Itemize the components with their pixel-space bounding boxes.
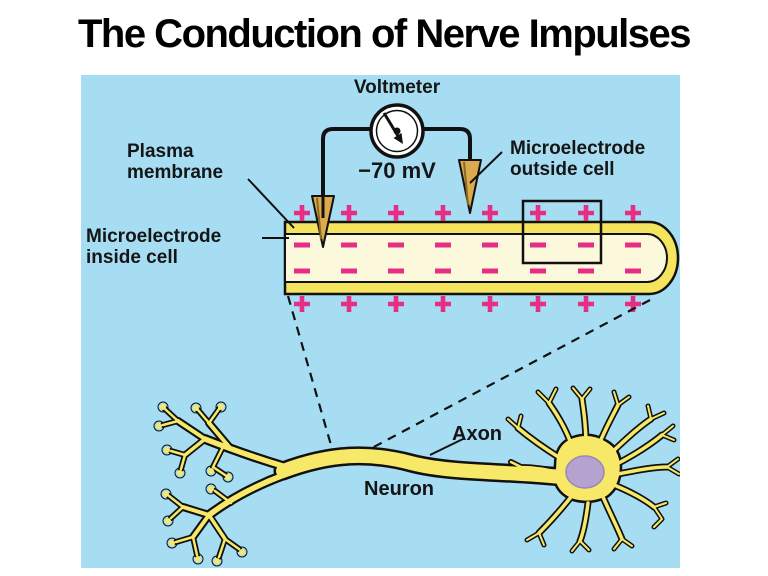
axon-label: Axon xyxy=(452,423,502,445)
charge-plus-sign xyxy=(435,296,451,312)
charge-plus-sign xyxy=(294,205,310,221)
diagram-panel: Voltmeter −70 mV Plasma membrane Microel… xyxy=(81,75,680,568)
charge-plus-sign xyxy=(530,205,546,221)
voltmeter-left-wire xyxy=(321,127,372,196)
neuron-illustration xyxy=(153,385,680,567)
charge-plus-sign xyxy=(388,296,404,312)
charge-plus-sign xyxy=(294,296,310,312)
microelectrode-inside-cone xyxy=(311,195,335,248)
charge-plus-sign xyxy=(530,296,546,312)
microelectrode-outside-cone xyxy=(458,159,482,214)
charge-plus-sign xyxy=(388,205,404,221)
microelectrode-outside-pointer xyxy=(469,151,503,184)
charge-plus-sign xyxy=(482,296,498,312)
zoom-dashed-line-right xyxy=(369,299,651,450)
charge-plus-sign xyxy=(578,205,594,221)
axon-tube-interior xyxy=(284,233,669,283)
plasma-membrane-label: Plasma membrane xyxy=(127,141,224,183)
membrane-highlight-box xyxy=(521,199,603,265)
charge-plus-sign xyxy=(341,205,357,221)
plasma-membrane-pointer xyxy=(247,178,295,229)
microelectrode-outside-label: Microelectrode outside cell xyxy=(510,138,646,180)
microelectrode-inside-label: Microelectrode inside cell xyxy=(86,226,222,268)
charge-plus-sign xyxy=(578,296,594,312)
zoom-dashed-line-left xyxy=(286,295,335,453)
page-title: The Conduction of Nerve Impulses xyxy=(77,12,692,56)
voltmeter-reading: −70 mV xyxy=(358,158,436,183)
nerve-impulse-diagram xyxy=(153,103,680,567)
neuron-nucleus xyxy=(565,455,605,489)
charge-plus-sign xyxy=(625,205,641,221)
voltmeter-right-wire xyxy=(422,127,472,161)
voltmeter-label: Voltmeter xyxy=(353,77,441,98)
axon-pointer xyxy=(429,437,466,456)
voltmeter-gauge-icon xyxy=(369,103,425,159)
charge-plus-sign xyxy=(435,205,451,221)
charges-layer xyxy=(294,205,641,312)
charge-plus-sign xyxy=(482,205,498,221)
charge-plus-sign xyxy=(341,296,357,312)
neuron-label: Neuron xyxy=(364,478,434,500)
